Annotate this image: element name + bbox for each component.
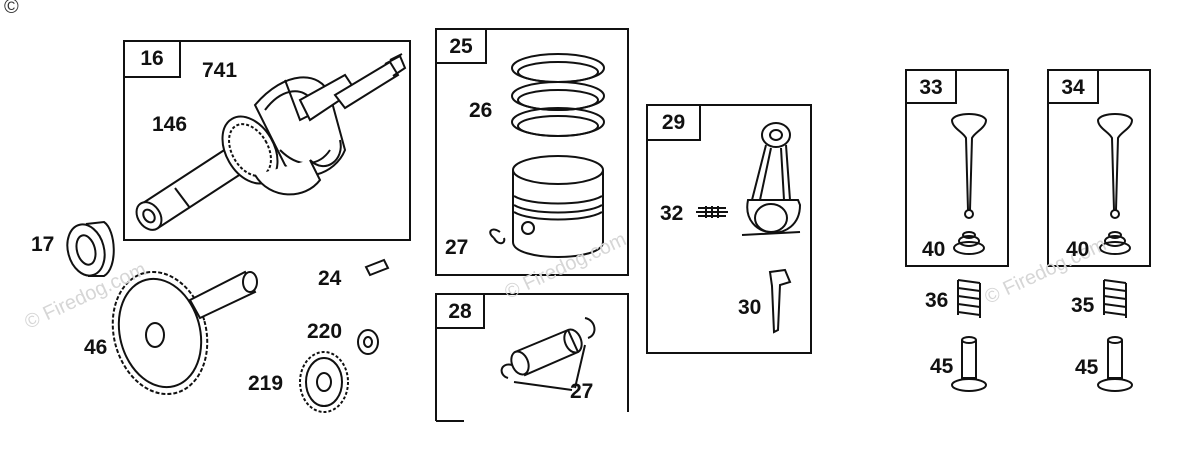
- exhaust-tappet-part: [1097, 336, 1133, 392]
- intake-spring-part: [957, 279, 981, 318]
- label-27-pin: 27: [570, 380, 594, 403]
- label-741: 741: [202, 59, 238, 82]
- label-45-exhaust: 45: [1075, 356, 1099, 379]
- label-32: 32: [660, 202, 684, 225]
- intake-tappet-part: [951, 336, 987, 392]
- label-146: 146: [152, 113, 188, 136]
- label-17: 17: [31, 233, 55, 256]
- exhaust-retainer-part: [1099, 231, 1131, 255]
- label-26: 26: [469, 99, 493, 122]
- label-219: 219: [248, 372, 284, 395]
- label-46: 46: [84, 336, 108, 359]
- copyright-mark: ©: [4, 0, 19, 18]
- label-220: 220: [307, 320, 343, 343]
- exhaust-spring-part: [1103, 279, 1127, 318]
- label-24: 24: [318, 267, 342, 290]
- intake-valve-part: [950, 113, 988, 219]
- camshaft-part: [111, 270, 258, 396]
- box-number-intake-valve: 33: [919, 76, 943, 99]
- governor-gear-part: [299, 351, 349, 413]
- box-number-piston-ring: 25: [449, 35, 473, 58]
- label-27-piston: 27: [445, 236, 469, 259]
- box-number-crankshaft: 16: [140, 47, 164, 70]
- label-30: 30: [738, 296, 762, 319]
- box-connecting-rod: [646, 104, 812, 354]
- pin-clip-right: [584, 317, 596, 339]
- dipper-part: [768, 268, 792, 334]
- piston-part: [512, 155, 604, 258]
- exhaust-valve-part: [1096, 113, 1134, 219]
- piston-rings-part: [511, 53, 605, 137]
- box-number-connecting-rod: 29: [661, 111, 686, 134]
- box-number-exhaust-valve: 34: [1061, 76, 1085, 99]
- key-part: [364, 258, 390, 277]
- label-45-intake: 45: [930, 355, 954, 378]
- box-number-piston-pin: 28: [448, 300, 472, 323]
- label-40-exhaust: 40: [1066, 238, 1090, 261]
- pin-clip-left: [500, 363, 513, 379]
- seal-part: [66, 220, 115, 277]
- box-piston-pin: [435, 293, 629, 421]
- label-40-intake: 40: [922, 238, 946, 261]
- intake-retainer-part: [953, 231, 985, 255]
- label-36: 36: [925, 289, 949, 312]
- piston-clip-part: [489, 228, 506, 245]
- box-piston-ring: [435, 28, 629, 276]
- washer-part: [357, 329, 379, 355]
- piston-pin-part: [510, 328, 583, 377]
- connecting-rod-part: [741, 122, 802, 236]
- box-crankshaft: [123, 40, 411, 241]
- label-35: 35: [1071, 294, 1095, 317]
- crankshaft-part: [135, 53, 407, 231]
- rod-bolt-part: [696, 206, 728, 218]
